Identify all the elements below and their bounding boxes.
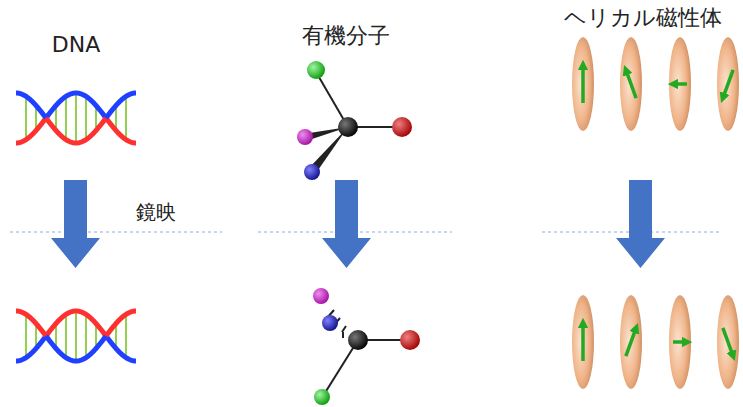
mirror-plane xyxy=(10,232,722,233)
dna-helix xyxy=(16,93,136,361)
column-heading: DNA xyxy=(52,32,100,58)
column-heading: 有機分子 xyxy=(302,23,390,49)
operation-label: 鏡映 xyxy=(136,200,176,224)
helical-magnet xyxy=(572,37,739,389)
down-arrow xyxy=(51,180,665,268)
column-heading: ヘリカル磁性体 xyxy=(564,5,722,31)
molecule xyxy=(297,61,412,180)
molecule-mirror xyxy=(313,288,420,405)
